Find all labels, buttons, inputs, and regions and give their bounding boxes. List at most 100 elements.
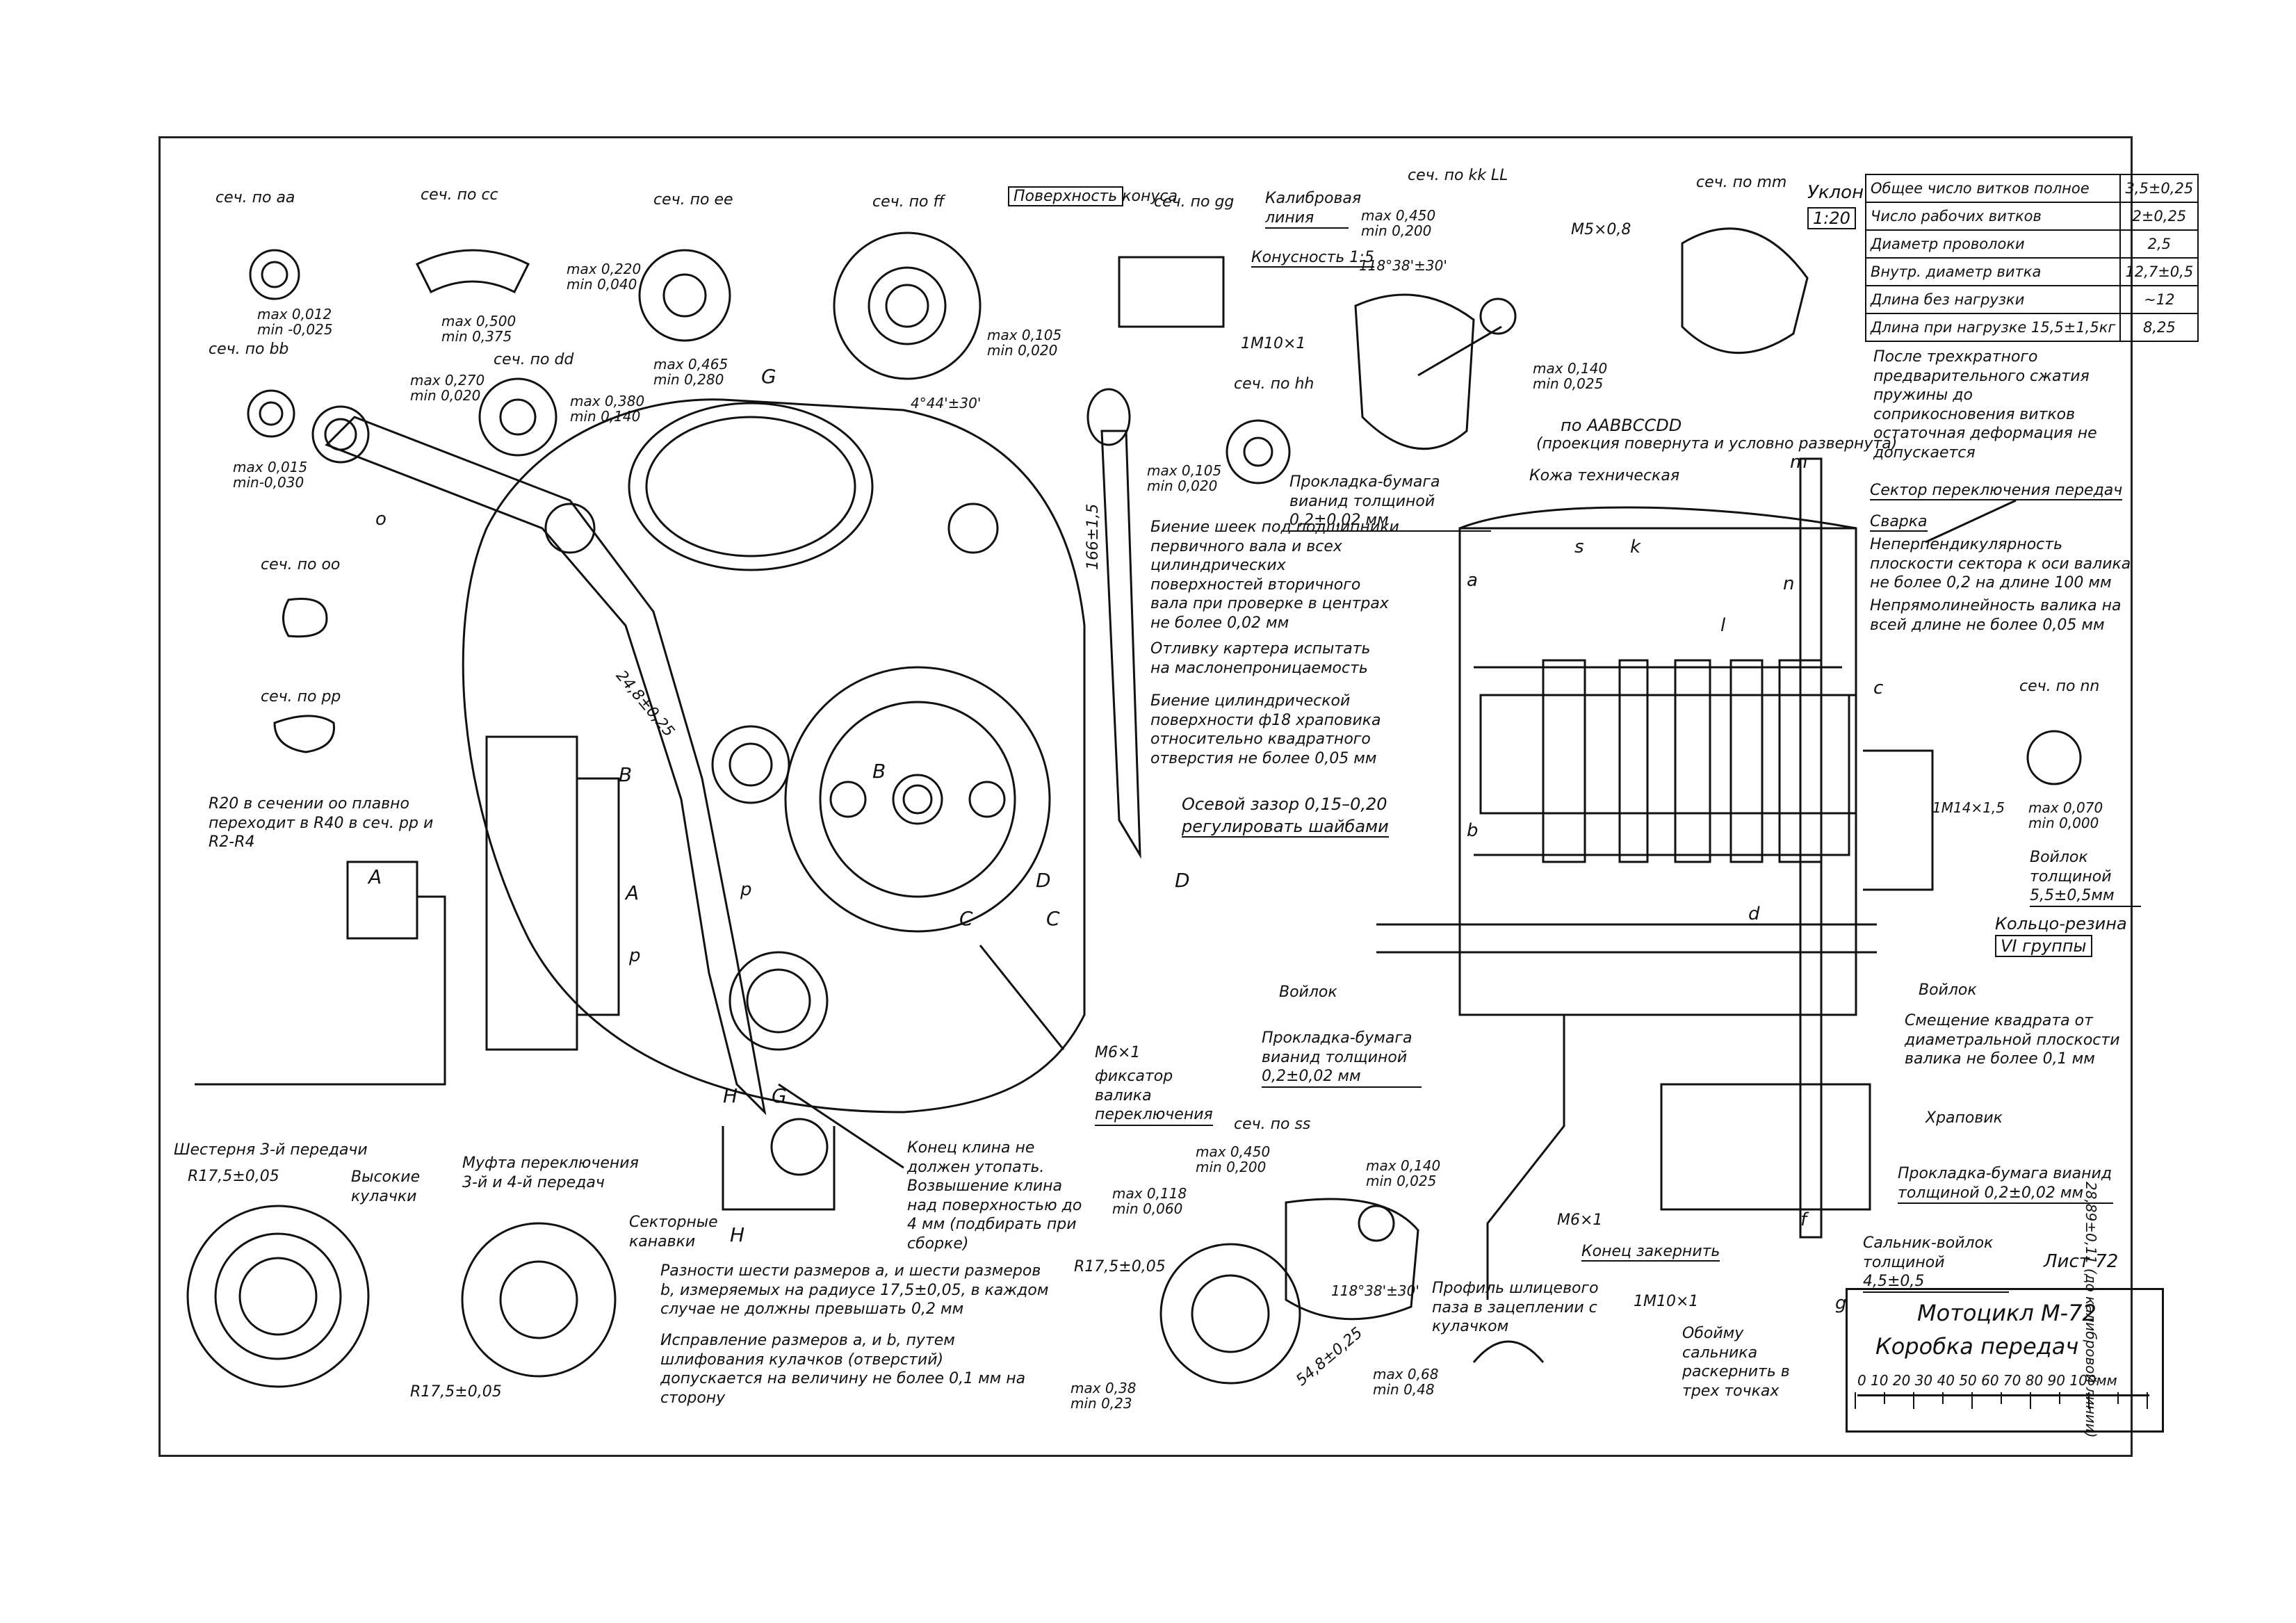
label-leather: Кожа техническая (1529, 467, 1680, 484)
label-weld: Сварка (1870, 513, 1928, 532)
table-row: Длина без нагрузки~12 (1864, 285, 2199, 314)
label-m14: 1М14×1,5 (1932, 799, 2005, 816)
dim-r175-a: R17,5±0,05 (188, 1168, 279, 1185)
section-ss-gear (1159, 1243, 1301, 1385)
dim-aa-max: max 0,012 (257, 306, 332, 323)
note-wedge: Конец клина не должен утопать. Возвышени… (907, 1139, 1082, 1253)
letter-m: m (1790, 452, 1808, 473)
dim-nn-min: min 0,000 (2028, 815, 2099, 831)
section-pp-title: сеч. по pp (261, 688, 341, 706)
section-bb-title: сеч. по bb (209, 341, 289, 358)
section-oo-shape (282, 598, 328, 638)
letter-G-bottom: G (772, 1084, 787, 1107)
dim-dd-max: max 0,270 (410, 372, 485, 389)
dim-hh-min: min 0,020 (1147, 478, 1218, 494)
gearbox-housing-outline (462, 398, 1086, 1114)
section-aa-circle (249, 249, 300, 300)
section-hh-title: сеч. по hh (1234, 375, 1314, 393)
section-gg-profile (1118, 256, 1225, 328)
dim-cc-max: max 0,500 (441, 313, 516, 329)
dim-angle-2: 118°38'±30' (1359, 257, 1447, 274)
dim-ss4-max: max 0,140 (1366, 1157, 1441, 1174)
dim-r175-c: R17,5±0,05 (1074, 1258, 1166, 1275)
table-cell: Диаметр проволоки (1864, 229, 2122, 259)
letter-b: b (1467, 820, 1479, 841)
table-cell: 12,7±0,5 (2119, 257, 2199, 286)
kick-lever (325, 416, 767, 1116)
shift-shaft (1799, 457, 1823, 1239)
dim-ss2-min: min 0,060 (1112, 1200, 1183, 1217)
letter-H-top: H (723, 1084, 738, 1107)
section-housing (1458, 527, 1857, 1016)
label-seal-felt: Сальник-войлок толщиной 4,5±0,5 (1863, 1234, 2009, 1293)
label-fixer: фиксатор валика переключения (1095, 1067, 1213, 1126)
dim-spline-min: min 0,48 (1373, 1381, 1435, 1398)
table-cell: 2,5 (2119, 229, 2199, 259)
table-cell: ~12 (2119, 285, 2199, 314)
letter-g: g (1835, 1293, 1847, 1314)
label-calibr-line: Калибровая линия (1265, 189, 1361, 229)
label-gasket-1: Прокладка-бумага вианид толщиной 0,2±0,0… (1289, 473, 1491, 532)
note-offset: Смещение квадрата от диаметральной плоск… (1905, 1012, 2120, 1068)
letter-f: f (1800, 1209, 1807, 1230)
dim-ee2-min: min 0,280 (653, 371, 724, 388)
gear-3rd (186, 1205, 370, 1388)
note-perpendicularity: Неперпендикулярность плоскости сектора к… (1870, 536, 2131, 592)
letter-D-right: D (1175, 869, 1190, 892)
label-m10: 1М10×1 (1241, 335, 1306, 352)
note-size-differences: Разности шести размеров а, и шести разме… (660, 1262, 1049, 1318)
section-ff-circle (833, 231, 982, 380)
dim-166: 166±1,5 (1084, 503, 1102, 570)
dim-ff-min: min 0,020 (987, 342, 1058, 359)
letter-d: d (1748, 904, 1760, 924)
dim-spline-max: max 0,68 (1373, 1366, 1439, 1383)
label-felt-2: Войлок (1919, 981, 1977, 999)
dim-kk-max: max 0,450 (1361, 207, 1436, 224)
side-cover (485, 735, 578, 1051)
section-ff-title: сеч. по ff (872, 193, 945, 211)
dim-hh-max: max 0,105 (1147, 462, 1222, 479)
letter-k: k (1630, 537, 1641, 557)
section-nn-circle (2026, 730, 2082, 785)
letter-A-right: A (626, 881, 640, 904)
scale-label: 0 10 20 30 40 50 60 70 80 90 100мм (1857, 1372, 2117, 1389)
drawing-subtitle: Коробка передач (1875, 1333, 2079, 1360)
letter-G-top: G (761, 365, 776, 388)
label-projection: по ААВВССDD (1561, 416, 1682, 435)
label-o-ring-group: VI группы (1995, 935, 2092, 957)
table-cell: 8,25 (2119, 313, 2199, 342)
label-shift-clutch: Муфта переключения 3-й и 4-й передач (462, 1155, 639, 1191)
dim-ee-min: min 0,040 (567, 276, 637, 293)
label-m6a: М6×1 (1095, 1044, 1141, 1061)
shift-lever (1100, 430, 1141, 859)
output-flange (784, 666, 1051, 933)
spline-profile (1472, 1340, 1545, 1363)
section-cc-arc (415, 249, 530, 294)
table-cell: Длина при нагрузке 15,5±1,5кг (1864, 313, 2122, 342)
label-ratchet: Храповик (1925, 1109, 2003, 1127)
note-radius-transition: R20 в сечении оо плавно переходит в R40 … (209, 795, 434, 851)
label-taper: Конусность 1:5 (1251, 249, 1374, 268)
letter-a: a (1467, 570, 1478, 591)
dim-cc-min: min 0,375 (441, 328, 512, 345)
dim-kk2-min: min 0,025 (1533, 375, 1604, 392)
letter-l: l (1720, 615, 1726, 636)
label-gasket-3: Прокладка-бумага вианид толщиной 0,2±0,0… (1898, 1164, 2113, 1204)
label-m6b: М6×1 (1557, 1212, 1603, 1229)
mount-boss-left (544, 503, 596, 554)
label-slope-value: 1:20 (1807, 207, 1856, 229)
dim-ss3-min: min 0,23 (1070, 1395, 1132, 1412)
table-cell: Число рабочих витков (1864, 202, 2122, 231)
pedal (195, 895, 446, 1086)
section-cc-title: сеч. по сс (421, 186, 498, 204)
label-spline-profile: Профиль шлицевого паза в зацеплении с ку… (1432, 1280, 1599, 1335)
label-cone-surface: Поверхность конуса (1008, 186, 1178, 206)
letter-C-right: C (1046, 907, 1060, 930)
note-clip: Обойму сальника раскернить в трех точках (1682, 1325, 1790, 1400)
label-felt: Войлок (1279, 984, 1337, 1001)
letter-s: s (1574, 537, 1584, 557)
section-ee-circle (638, 249, 731, 342)
label-sector: Сектор переключения передач (1870, 482, 2123, 500)
